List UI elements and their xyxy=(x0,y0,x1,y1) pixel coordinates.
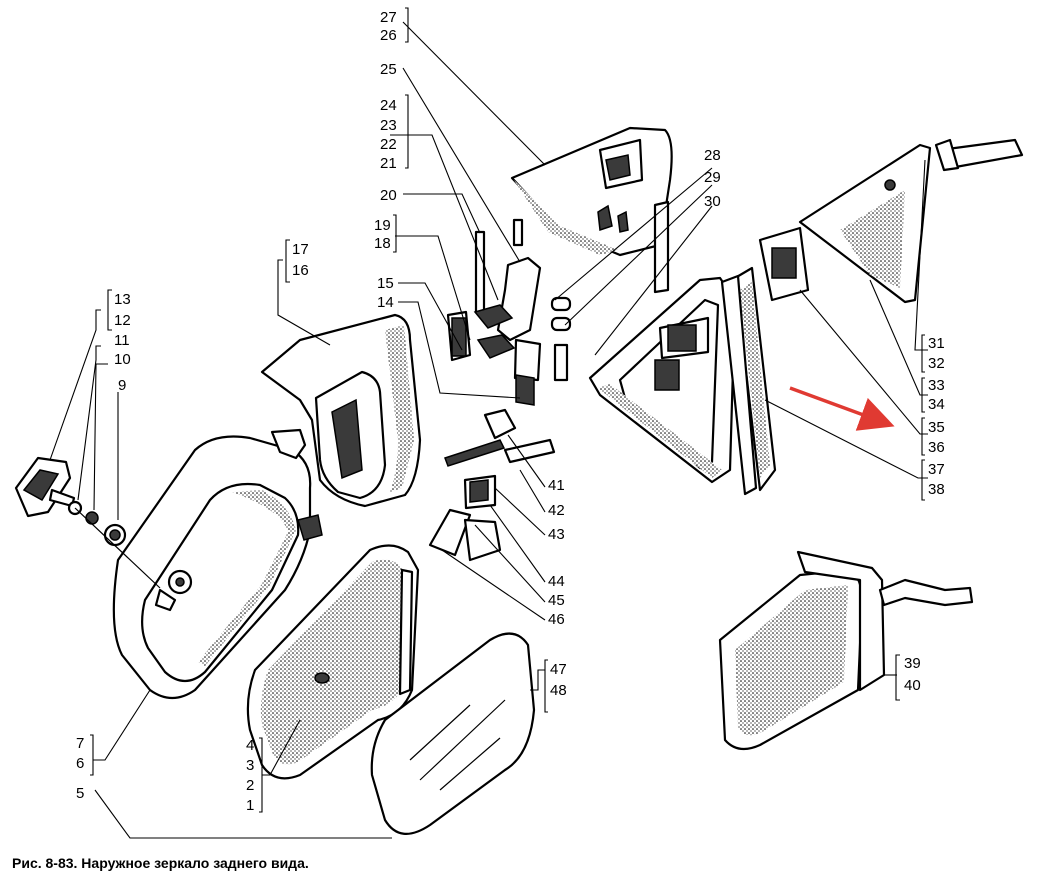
part-labels: 27 26 25 24 23 22 21 20 19 18 15 14 17 1… xyxy=(76,9,945,814)
label-15: 15 xyxy=(377,275,394,292)
label-2: 2 xyxy=(246,777,254,794)
leader-lines xyxy=(49,21,928,839)
assembled-mirror xyxy=(718,550,974,751)
label-27: 27 xyxy=(380,9,397,26)
mirror-glass xyxy=(370,632,536,835)
label-19: 19 xyxy=(374,217,391,234)
label-39: 39 xyxy=(904,655,921,672)
label-34: 34 xyxy=(928,396,945,413)
motor-housing xyxy=(758,138,1024,304)
glass-carrier xyxy=(588,266,777,496)
adjust-lever-assembly xyxy=(14,456,161,589)
label-30: 30 xyxy=(704,193,721,210)
pivot-bracket-stack xyxy=(446,218,572,406)
label-7: 7 xyxy=(76,735,84,752)
housing-cover xyxy=(260,313,422,508)
mounting-base xyxy=(510,126,673,294)
label-42: 42 xyxy=(548,502,565,519)
label-48: 48 xyxy=(550,682,567,699)
label-45: 45 xyxy=(548,592,565,609)
glass-backplate xyxy=(246,544,420,780)
label-26: 26 xyxy=(380,27,397,44)
label-36: 36 xyxy=(928,439,945,456)
label-6: 6 xyxy=(76,755,84,772)
label-22: 22 xyxy=(380,136,397,153)
label-44: 44 xyxy=(548,573,565,590)
arrow-icon xyxy=(789,386,895,431)
label-1: 1 xyxy=(246,797,254,814)
label-43: 43 xyxy=(548,526,565,543)
label-16: 16 xyxy=(292,262,309,279)
label-12: 12 xyxy=(114,312,131,329)
label-29: 29 xyxy=(704,169,721,186)
label-37: 37 xyxy=(928,461,945,478)
label-41: 41 xyxy=(548,477,565,494)
figure-caption: Рис. 8-83. Наружное зеркало заднего вида… xyxy=(12,855,309,871)
label-3: 3 xyxy=(246,757,254,774)
label-11: 11 xyxy=(114,332,130,349)
label-31: 31 xyxy=(928,335,945,352)
label-10: 10 xyxy=(114,351,131,368)
label-23: 23 xyxy=(380,117,397,134)
label-18: 18 xyxy=(374,235,391,252)
label-40: 40 xyxy=(904,677,921,694)
label-28: 28 xyxy=(704,147,721,164)
label-14: 14 xyxy=(377,294,394,311)
label-47: 47 xyxy=(550,661,567,678)
label-20: 20 xyxy=(380,187,397,204)
label-brackets xyxy=(90,7,925,813)
mirror-housing-frame xyxy=(112,428,323,700)
label-17: 17 xyxy=(292,241,309,258)
label-35: 35 xyxy=(928,419,945,436)
label-25: 25 xyxy=(380,61,397,78)
label-21: 21 xyxy=(380,155,397,172)
label-9: 9 xyxy=(118,377,126,394)
linkage-parts xyxy=(428,408,556,562)
label-4: 4 xyxy=(246,737,254,754)
label-5: 5 xyxy=(76,785,84,802)
label-46: 46 xyxy=(548,611,565,628)
label-32: 32 xyxy=(928,355,945,372)
label-33: 33 xyxy=(928,377,945,394)
label-38: 38 xyxy=(928,481,945,498)
label-24: 24 xyxy=(380,97,397,114)
label-13: 13 xyxy=(114,291,131,308)
